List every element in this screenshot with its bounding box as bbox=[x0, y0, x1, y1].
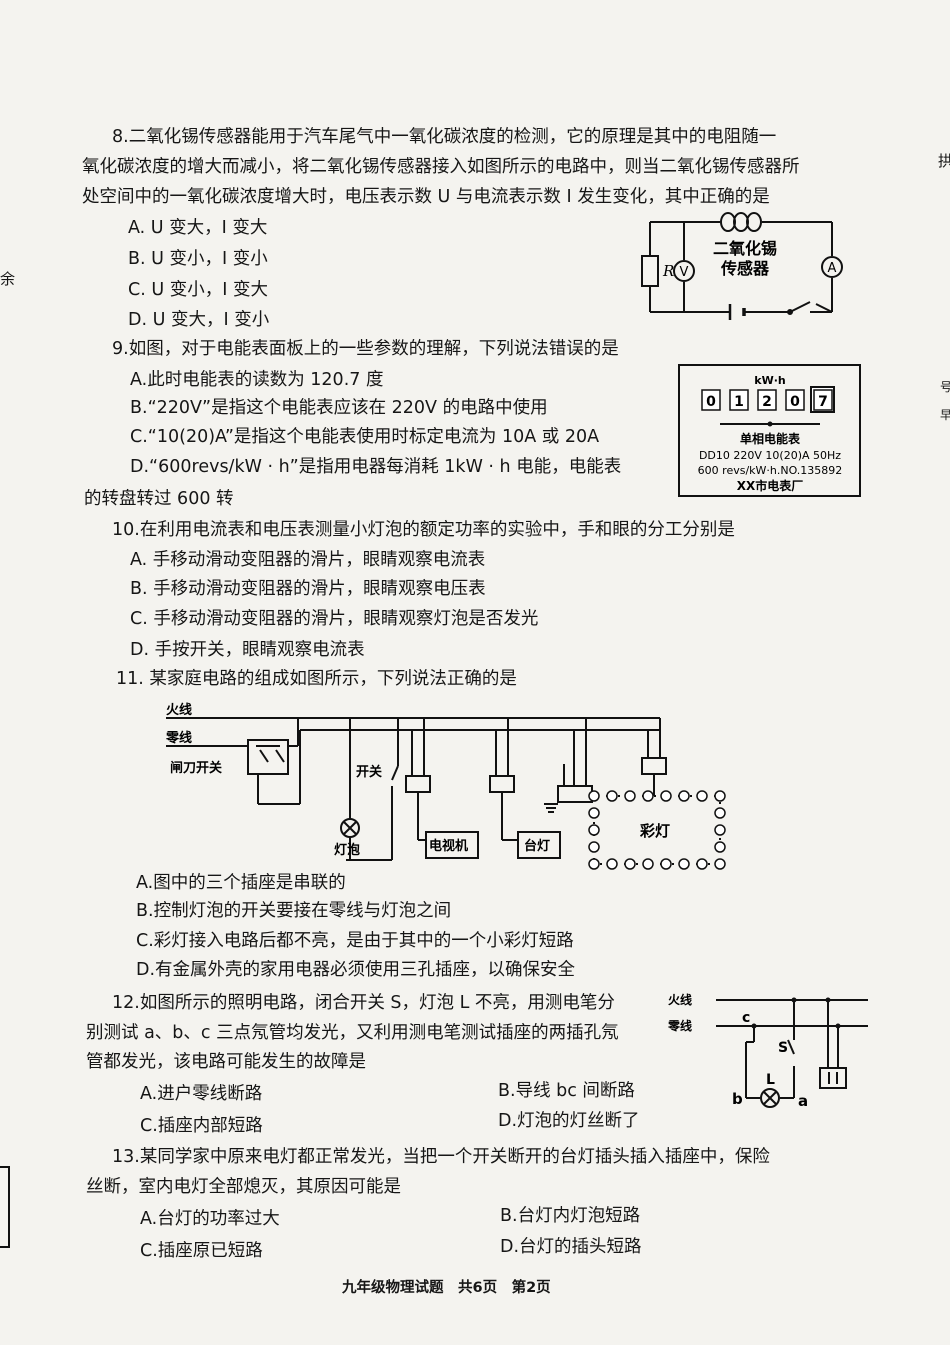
q13-option-c: C.插座原已短路 bbox=[140, 1241, 263, 1261]
q12-option-a: A.进户零线断路 bbox=[140, 1084, 263, 1104]
page-footer: 九年级物理试题 共6页 第2页 bbox=[342, 1280, 551, 1296]
electric-meter-panel: kW·h 0 1 2 0 7 单相电能表 DD10 220V 10(20)A 5… bbox=[678, 364, 861, 497]
meter-maker: XX市电表厂 bbox=[737, 478, 804, 493]
q8-voltmeter-label: V bbox=[680, 265, 689, 280]
left-margin-bracket bbox=[0, 1166, 10, 1248]
q12-live-label: 火线 bbox=[668, 992, 692, 1007]
q12-stem-line2: 别测试 a、b、c 三点氖管均发光，又利用测电笔测试插座的两插孔氖 bbox=[86, 1023, 619, 1043]
q10-option-b: B. 手移动滑动变阻器的滑片，眼睛观察电压表 bbox=[130, 579, 486, 599]
q12-lamp-l: L bbox=[766, 1072, 775, 1088]
q11-option-c: C.彩灯接入电路后都不亮，是由于其中的一个小彩灯短路 bbox=[136, 931, 574, 951]
q8-sensor-label-1: 二氧化锡 bbox=[713, 239, 777, 258]
meter-digit: 0 bbox=[706, 394, 716, 410]
q11-tv-label: 电视机 bbox=[429, 838, 468, 854]
meter-digit: 2 bbox=[762, 394, 772, 410]
q8-option-a: A. U 变大，I 变大 bbox=[128, 218, 268, 238]
right-margin-char-3: 早 bbox=[940, 408, 950, 422]
q11-knife-switch-label: 闸刀开关 bbox=[170, 760, 222, 776]
q11-option-d: D.有金属外壳的家用电器必须使用三孔插座，以确保安全 bbox=[136, 960, 576, 980]
q8-stem-line2: 氧化碳浓度的增大而减小，将二氧化锡传感器接入如图所示的电路中，则当二氧化锡传感器… bbox=[82, 157, 800, 177]
q11-option-b: B.控制灯泡的开关要接在零线与灯泡之间 bbox=[136, 901, 452, 921]
meter-digit: 0 bbox=[790, 394, 800, 410]
q9-option-b: B.“220V”是指这个电能表应该在 220V 的电路中使用 bbox=[130, 398, 548, 418]
q13-option-d: D.台灯的插头短路 bbox=[500, 1237, 642, 1257]
q10-option-d: D. 手按开关，眼睛观察电流表 bbox=[130, 640, 365, 660]
q9-stem: 9.如图，对于电能表面板上的一些参数的理解，下列说法错误的是 bbox=[112, 339, 619, 359]
q12-option-d: D.灯泡的灯丝断了 bbox=[498, 1111, 640, 1131]
q8-resistor-label: R bbox=[662, 262, 674, 280]
right-margin-char-2: 号 bbox=[940, 380, 950, 394]
meter-name: 单相电能表 bbox=[740, 431, 801, 446]
q11-lamp-label: 台灯 bbox=[524, 838, 550, 854]
q8-stem-line1: 8.二氧化锡传感器能用于汽车尾气中一氧化碳浓度的检测，它的原理是其中的电阻随一 bbox=[112, 127, 777, 147]
q11-switch-label: 开关 bbox=[356, 764, 382, 780]
q8-sensor-label-2: 传感器 bbox=[720, 259, 770, 278]
q13-stem-line1: 13.某同学家中原来电灯都正常发光，当把一个开关断开的台灯插头插入插座中，保险 bbox=[112, 1147, 770, 1167]
q8-option-b: B. U 变小，I 变小 bbox=[128, 249, 268, 269]
meter-unit: kW·h bbox=[754, 374, 785, 387]
q12-option-c: C.插座内部短路 bbox=[140, 1116, 263, 1136]
q11-household-circuit: 火线 零线 闸刀开关 开关 灯泡 电视机 台灯 彩灯 bbox=[160, 700, 740, 872]
q12-stem-line3: 管都发光，该电路可能发生的故障是 bbox=[86, 1052, 366, 1072]
q12-point-b: b bbox=[732, 1090, 743, 1108]
q12-point-c: c bbox=[742, 1010, 750, 1026]
q12-lighting-circuit: 火线 零线 c S L b a bbox=[668, 988, 878, 1110]
meter-spec-1: DD10 220V 10(20)A 50Hz bbox=[699, 449, 841, 462]
q12-stem-line1: 12.如图所示的照明电路，闭合开关 S，灯泡 L 不亮，用测电笔分 bbox=[112, 993, 615, 1013]
q8-stem-line3: 处空间中的一氧化碳浓度增大时，电压表示数 U 与电流表示数 I 发生变化，其中正… bbox=[82, 187, 770, 207]
q12-point-a: a bbox=[798, 1092, 808, 1110]
q9-option-d-cont: 的转盘转过 600 转 bbox=[84, 489, 234, 509]
q13-option-a: A.台灯的功率过大 bbox=[140, 1209, 280, 1229]
q8-option-c: C. U 变小，I 变大 bbox=[128, 280, 268, 300]
q10-option-c: C. 手移动滑动变阻器的滑片，眼睛观察灯泡是否发光 bbox=[130, 609, 539, 629]
q13-stem-line2: 丝断，室内电灯全部熄灭，其原因可能是 bbox=[86, 1177, 401, 1197]
q8-ammeter-label: A bbox=[828, 261, 837, 276]
q8-circuit-diagram: R V A 二氧化锡 传感器 bbox=[630, 208, 860, 326]
q9-option-d: D.“600revs/kW · h”是指用电器每消耗 1kW · h 电能，电能… bbox=[130, 457, 622, 477]
q12-switch-s: S bbox=[778, 1040, 788, 1056]
q12-option-b: B.导线 bc 间断路 bbox=[498, 1081, 635, 1101]
q9-option-c: C.“10(20)A”是指这个电能表使用时标定电流为 10A 或 20A bbox=[130, 427, 600, 447]
q11-option-a: A.图中的三个插座是串联的 bbox=[136, 873, 346, 893]
q11-bulb-label: 灯泡 bbox=[334, 842, 360, 858]
q11-live-label: 火线 bbox=[166, 702, 192, 718]
q9-option-a: A.此时电能表的读数为 120.7 度 bbox=[130, 370, 384, 390]
q10-stem: 10.在利用电流表和电压表测量小灯泡的额定功率的实验中，手和眼的分工分别是 bbox=[112, 520, 735, 540]
meter-digit: 7 bbox=[818, 394, 828, 410]
meter-spec-2: 600 revs/kW·h.NO.135892 bbox=[698, 464, 843, 477]
q8-option-d: D. U 变大，I 变小 bbox=[128, 310, 270, 330]
q12-neutral-label: 零线 bbox=[668, 1018, 692, 1033]
q13-option-b: B.台灯内灯泡短路 bbox=[500, 1206, 641, 1226]
left-margin-char: 余 bbox=[0, 270, 16, 288]
q10-option-a: A. 手移动滑动变阻器的滑片，眼睛观察电流表 bbox=[130, 550, 486, 570]
meter-digit: 1 bbox=[734, 394, 744, 410]
q11-neutral-label: 零线 bbox=[165, 730, 192, 746]
q11-string-lights-label: 彩灯 bbox=[639, 822, 670, 840]
right-margin-char-1: 拱 bbox=[938, 152, 950, 170]
q11-stem: 11. 某家庭电路的组成如图所示，下列说法正确的是 bbox=[116, 669, 517, 689]
